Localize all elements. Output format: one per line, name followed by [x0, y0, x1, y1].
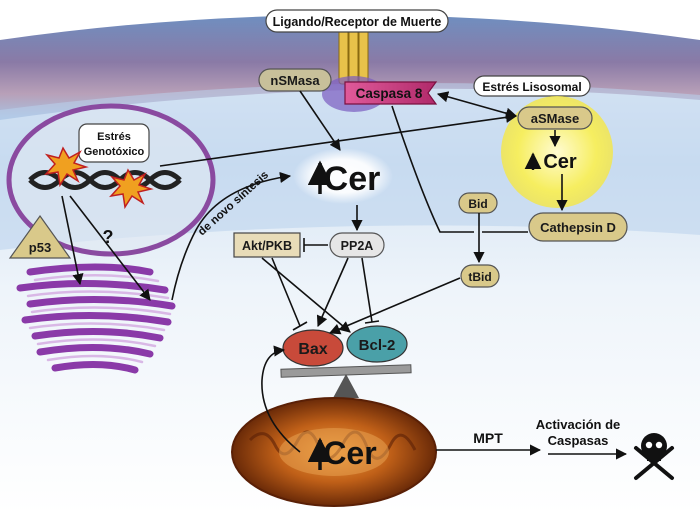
svg-text:Akt/PKB: Akt/PKB	[242, 239, 292, 253]
bax-node: Bax	[282, 329, 344, 367]
bcl2-node: Bcl-2	[346, 325, 408, 363]
arrow-pp2a-bax	[316, 257, 349, 328]
arrow-caspasa8-asmase	[436, 91, 518, 119]
inhibit-akt-bax	[271, 257, 301, 327]
dna-helix	[28, 170, 182, 190]
receptor-label: Ligando/Receptor de Muerte	[265, 9, 449, 33]
svg-text:Bid: Bid	[468, 197, 487, 211]
svg-text:Bcl-2: Bcl-2	[359, 337, 396, 354]
genotoxic-stress-label: Estrés Genotóxico	[78, 123, 150, 163]
svg-text:p53: p53	[29, 240, 51, 255]
svg-text:Caspasa 8: Caspasa 8	[356, 86, 423, 101]
endoplasmic-reticulum	[16, 263, 176, 374]
svg-text:tBid: tBid	[468, 270, 491, 284]
svg-text:Estrés: Estrés	[97, 131, 131, 143]
skull-crossbones-icon	[634, 433, 674, 480]
svg-text:Cer: Cer	[324, 160, 381, 198]
akt-pkb-node: Akt/PKB	[233, 232, 301, 258]
arrow-caspasa8-bid	[391, 105, 474, 233]
lysosomal-stress-label: Estrés Lisosomal	[473, 75, 591, 97]
caspase-activation-label-1: Activación de	[536, 417, 621, 432]
mpt-label: MPT	[473, 430, 503, 446]
mitochondrial-ceramide: Cer	[307, 435, 377, 471]
cathepsin-node: Cathepsin D	[528, 212, 628, 242]
dna-damage-burst-icon	[44, 146, 154, 210]
asmase-node: aSMase	[517, 106, 593, 130]
pp2a-node: PP2A	[329, 232, 385, 258]
svg-text:Ligando/Receptor de Muerte: Ligando/Receptor de Muerte	[273, 15, 442, 29]
inhibit-bar	[364, 320, 380, 324]
lysosome-ceramide: Cer	[524, 151, 577, 173]
arrow-mito-cer-bax	[261, 345, 301, 453]
p53-node: p53	[8, 214, 72, 259]
arrow-dna-er-2	[69, 195, 151, 301]
arrow-dna-asmase	[159, 111, 518, 167]
svg-text:Estrés Lisosomal: Estrés Lisosomal	[482, 80, 581, 94]
arrow-tbid-bax	[328, 277, 461, 335]
arrow-dna-er-1	[61, 195, 84, 286]
arrow-nsmasa-cer	[299, 90, 341, 151]
bid-node: Bid	[458, 192, 498, 214]
balance-scale	[280, 364, 412, 398]
inhibit-pp2a-bcl2	[361, 257, 373, 323]
svg-text:aSMase: aSMase	[531, 111, 579, 126]
svg-text:PP2A: PP2A	[341, 239, 374, 253]
central-ceramide: Cer	[293, 148, 393, 204]
svg-text:Cer: Cer	[323, 435, 376, 471]
caspasa8-node: Caspasa 8	[344, 81, 438, 105]
svg-text:Bax: Bax	[298, 341, 327, 358]
nsmasa-node: nSMasa	[258, 68, 332, 92]
pathway-arrows	[61, 90, 628, 460]
svg-text:Cathepsin D: Cathepsin D	[540, 220, 616, 235]
svg-text:Cer: Cer	[543, 151, 577, 173]
svg-text:Genotóxico: Genotóxico	[84, 146, 145, 158]
caspase-activation-label-2: Caspasas	[548, 433, 609, 448]
question-mark: ?	[103, 227, 114, 247]
arrow-denovo-cer	[171, 171, 292, 301]
svg-text:nSMasa: nSMasa	[270, 73, 320, 88]
endoplasmic-reticulum-lumen	[26, 274, 172, 364]
inhibit-bar	[292, 321, 308, 331]
tbid-node: tBid	[460, 264, 500, 288]
nucleus	[6, 103, 216, 257]
